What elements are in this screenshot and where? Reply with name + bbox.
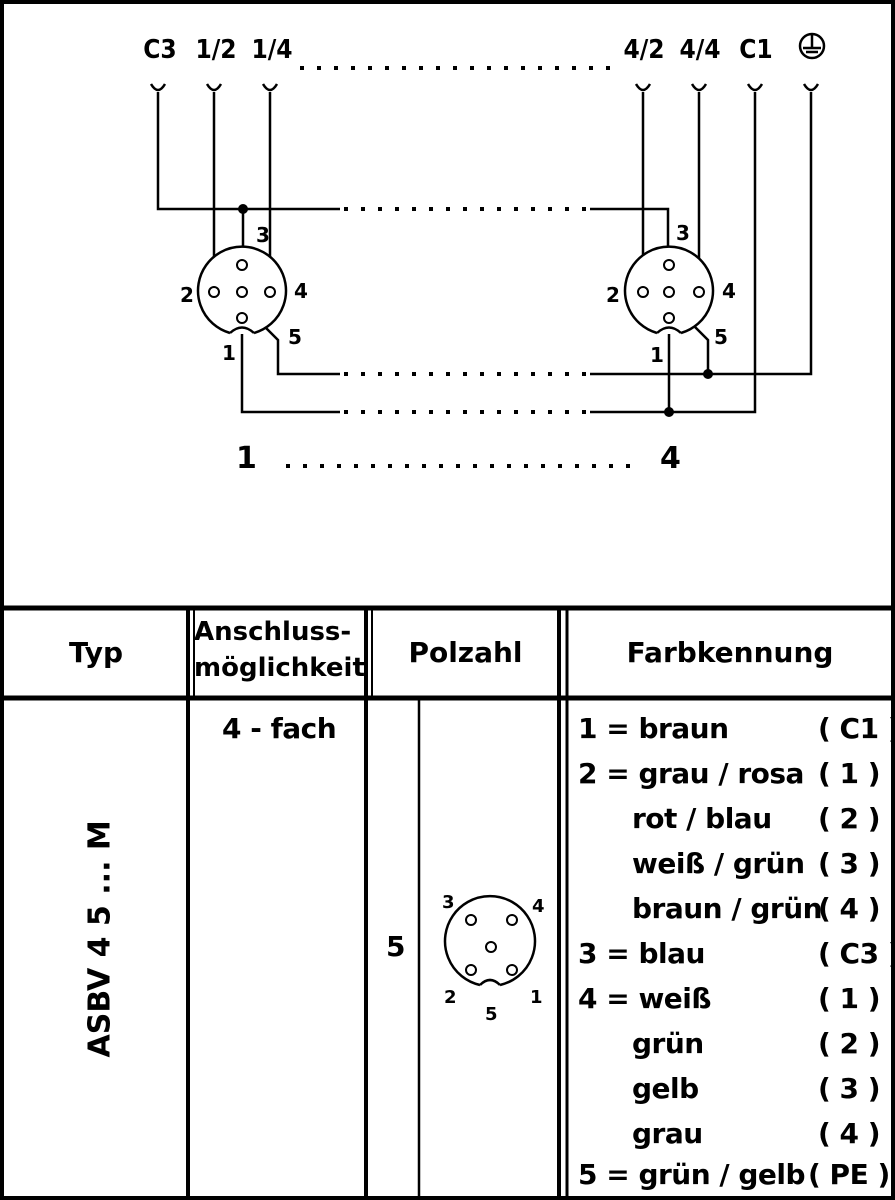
pin-face-1-label: 1 xyxy=(530,987,543,1008)
left-pin-2-label: 2 xyxy=(180,283,194,307)
range-start-label: 1 xyxy=(236,441,257,476)
farb-code: ( 1 ) xyxy=(818,982,881,1015)
left-pin-3-label: 3 xyxy=(256,223,270,247)
farb-key: weiß / grün xyxy=(632,847,805,880)
wires xyxy=(156,92,813,414)
ground-icon xyxy=(798,32,826,60)
header-typ: Typ xyxy=(68,636,124,669)
farb-code: ( PE ) xyxy=(808,1158,890,1191)
farb-code: ( 4 ) xyxy=(818,892,881,925)
label-4-4-top: 4/4 xyxy=(679,35,720,65)
right-pin-4-label: 4 xyxy=(722,279,736,303)
label-4-2-top: 4/2 xyxy=(623,35,664,65)
label-c3-top: C3 xyxy=(143,35,176,65)
label-1-4-top: 1/4 xyxy=(251,35,292,65)
dotted-continuations xyxy=(344,207,588,414)
junction-dots xyxy=(238,204,713,417)
header-polzahl: Polzahl xyxy=(408,636,523,669)
label-1-2-top: 1/2 xyxy=(195,35,236,65)
farb-key: grün xyxy=(632,1027,704,1060)
header-anschluss-line2: möglichkeit xyxy=(194,653,365,683)
farb-code: ( C3 ) xyxy=(818,937,895,970)
right-pin-1-label: 1 xyxy=(650,343,664,367)
right-pin-5-label: 5 xyxy=(714,325,728,349)
farb-key: 4 = weiß xyxy=(578,982,712,1015)
header-farbkennung: Farbkennung xyxy=(626,636,834,669)
farb-code: ( C1 ) xyxy=(818,712,895,745)
farb-key: gelb xyxy=(632,1072,699,1105)
pin-face-3-label: 3 xyxy=(442,892,455,913)
connector-right xyxy=(623,245,715,335)
left-pin-1-label: 1 xyxy=(222,341,236,365)
label-c1-top: C1 xyxy=(739,35,772,65)
header-anschluss: Anschluss- möglichkeit xyxy=(194,614,366,686)
typ-value: ASBV 4 5 ... M xyxy=(82,820,118,1058)
farb-key: 3 = blau xyxy=(578,937,705,970)
pin-face-2-label: 2 xyxy=(444,987,457,1008)
left-pin-4-label: 4 xyxy=(294,279,308,303)
header-anschluss-line1: Anschluss- xyxy=(194,617,352,647)
farb-key: grau xyxy=(632,1117,703,1150)
farb-code: ( 3 ) xyxy=(818,847,881,880)
range-end-label: 4 xyxy=(660,441,681,476)
right-pin-3-label: 3 xyxy=(676,221,690,245)
farb-key: braun / grün xyxy=(632,892,823,925)
table-grid xyxy=(0,605,895,1200)
anschluss-value: 4 - fach xyxy=(222,712,337,745)
pin-face-5-label: 5 xyxy=(485,1004,498,1025)
left-pin-5-label: 5 xyxy=(288,325,302,349)
farb-key: 1 = braun xyxy=(578,712,729,745)
farb-key: 2 = grau / rosa xyxy=(578,757,804,790)
farb-code: ( 1 ) xyxy=(818,757,881,790)
polzahl-value: 5 xyxy=(386,930,405,963)
farb-key: rot / blau xyxy=(632,802,772,835)
farb-code: ( 3 ) xyxy=(818,1072,881,1105)
farb-code: ( 2 ) xyxy=(818,1027,881,1060)
connector-left xyxy=(196,245,288,335)
right-pin-2-label: 2 xyxy=(606,283,620,307)
terminal-hooks xyxy=(149,83,820,92)
farb-key: 5 = grün / gelb xyxy=(578,1158,806,1191)
pin-face-diagram xyxy=(443,894,537,987)
pin-face-4-label: 4 xyxy=(532,896,545,917)
farb-code: ( 2 ) xyxy=(818,802,881,835)
farb-code: ( 4 ) xyxy=(818,1117,881,1150)
